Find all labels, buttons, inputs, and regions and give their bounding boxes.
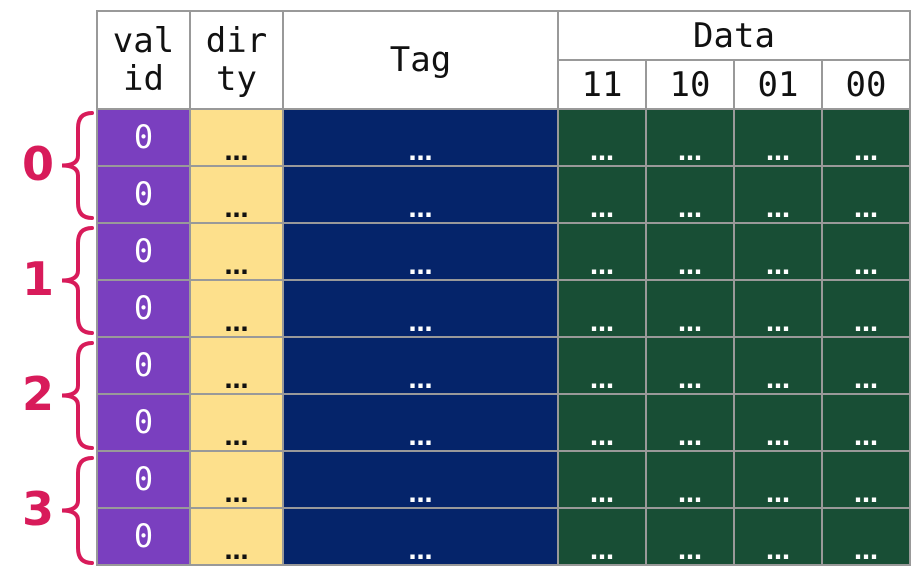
data-block: … — [645, 450, 735, 509]
valid-bit: 0 — [96, 108, 191, 167]
dirty-bit: … — [189, 108, 284, 167]
offset-header: 11 — [557, 59, 647, 110]
valid-bit: 0 — [96, 336, 191, 395]
valid-bit: 0 — [96, 279, 191, 338]
data-block: … — [645, 222, 735, 281]
valid-bit: 0 — [96, 165, 191, 224]
tag-field: … — [282, 393, 559, 452]
tag-field: … — [282, 450, 559, 509]
data-block: … — [733, 279, 823, 338]
data-block: … — [645, 108, 735, 167]
tag-field: … — [282, 279, 559, 338]
valid-bit: 0 — [96, 450, 191, 509]
cache-line: 0……………… — [96, 108, 911, 167]
set-brace-icon — [61, 341, 94, 450]
data-block: … — [557, 222, 647, 281]
data-block: … — [645, 279, 735, 338]
data-block: … — [733, 507, 823, 566]
dirty-bit: … — [189, 336, 284, 395]
dirty-bit: … — [189, 393, 284, 452]
data-block: … — [733, 393, 823, 452]
valid-header-line2: id — [123, 59, 164, 99]
cache-line: 0……………… — [96, 279, 911, 338]
set-brace-icon — [61, 456, 94, 565]
data-block: … — [557, 507, 647, 566]
data-block: … — [821, 222, 911, 281]
cache-line: 0……………… — [96, 507, 911, 566]
data-block: … — [733, 450, 823, 509]
data-block: … — [821, 279, 911, 338]
tag-field: … — [282, 108, 559, 167]
data-block: … — [733, 108, 823, 167]
data-block: … — [821, 336, 911, 395]
offset-header: 00 — [821, 59, 911, 110]
valid-bit: 0 — [96, 507, 191, 566]
dirty-bit: … — [189, 279, 284, 338]
data-block: … — [557, 108, 647, 167]
tag-field: … — [282, 336, 559, 395]
cache-line: 0……………… — [96, 222, 911, 281]
data-block: … — [557, 165, 647, 224]
data-header: Data — [557, 10, 911, 61]
dirty-bit: … — [189, 507, 284, 566]
data-block: … — [645, 165, 735, 224]
data-block: … — [821, 393, 911, 452]
data-block: … — [645, 393, 735, 452]
valid-header-line1: val — [112, 21, 175, 61]
cache-line: 0……………… — [96, 336, 911, 395]
cache-line: 0……………… — [96, 450, 911, 509]
offset-header: 10 — [645, 59, 735, 110]
set-index-label: 2 — [22, 366, 55, 421]
data-block: … — [645, 507, 735, 566]
tag-field: … — [282, 165, 559, 224]
set-brace-icon — [61, 226, 94, 335]
valid-bit: 0 — [96, 393, 191, 452]
data-block: … — [645, 336, 735, 395]
set-index-label: 0 — [22, 136, 55, 191]
set-index-label: 3 — [22, 481, 55, 536]
data-block: … — [821, 165, 911, 224]
tag-field: … — [282, 222, 559, 281]
data-block: … — [821, 450, 911, 509]
data-block: … — [821, 507, 911, 566]
cache-table: val id dir ty Tag Data 11 10 01 00 0…………… — [96, 10, 911, 566]
tag-header: Tag — [282, 10, 559, 110]
dirty-header: dir ty — [189, 10, 284, 110]
valid-bit: 0 — [96, 222, 191, 281]
data-block: … — [733, 165, 823, 224]
cache-body: 0………………0………………0………………0………………0………………0…………… — [96, 108, 911, 566]
dirty-bit: … — [189, 450, 284, 509]
dirty-bit: … — [189, 165, 284, 224]
data-block: … — [733, 222, 823, 281]
set-brace-icon — [61, 111, 94, 220]
data-block: … — [557, 279, 647, 338]
cache-line: 0……………… — [96, 393, 911, 452]
set-index-label: 1 — [22, 251, 55, 306]
data-block: … — [733, 336, 823, 395]
data-block: … — [557, 450, 647, 509]
tag-field: … — [282, 507, 559, 566]
offset-header: 01 — [733, 59, 823, 110]
cache-line: 0……………… — [96, 165, 911, 224]
valid-header: val id — [96, 10, 191, 110]
data-block: … — [821, 108, 911, 167]
dirty-header-line1: dir — [205, 21, 268, 61]
data-block: … — [557, 336, 647, 395]
dirty-header-line2: ty — [216, 59, 257, 99]
dirty-bit: … — [189, 222, 284, 281]
data-block: … — [557, 393, 647, 452]
